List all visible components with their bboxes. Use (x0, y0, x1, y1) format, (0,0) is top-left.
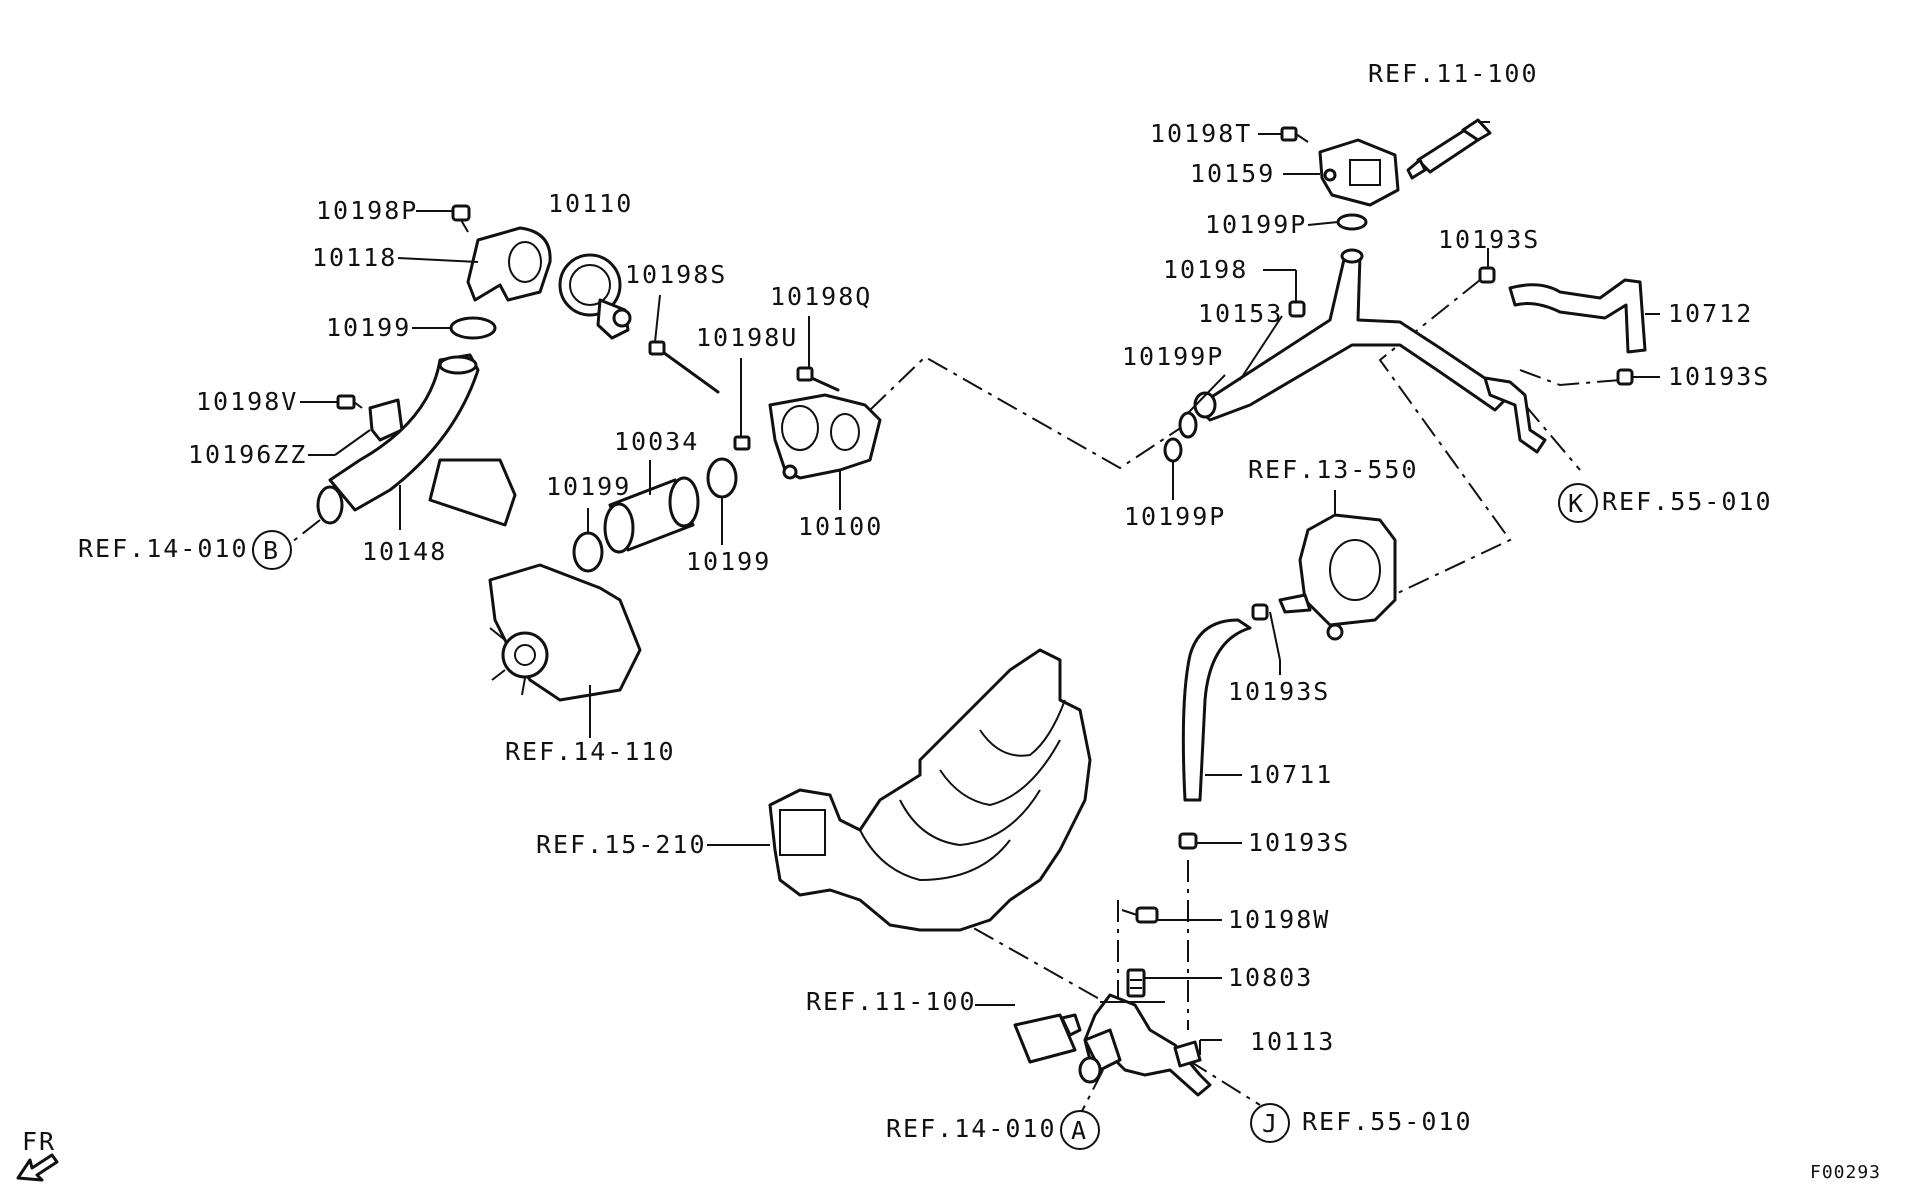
label-10803: 10803 (1228, 963, 1313, 992)
front-arrow-icon (16, 1153, 59, 1182)
bracket-10196zz-drawing (368, 398, 404, 442)
label-10199p-middle: 10199P (1122, 342, 1224, 371)
water-fitting-10113-drawing (1078, 993, 1212, 1097)
water-pipe-10148-drawing (316, 353, 517, 527)
throttle-body-drawing (1278, 513, 1397, 641)
marker-j-letter: J (1262, 1109, 1279, 1138)
ref-14-010-a: REF.14-010 (886, 1114, 1057, 1143)
ref-13-550: REF.13-550 (1248, 455, 1419, 484)
o-ring-10199-right (706, 457, 738, 499)
marker-j: J (1250, 1103, 1290, 1143)
sealant-tube-bottom-drawing (1013, 1013, 1082, 1064)
figure-code: F00293 (1810, 1162, 1881, 1183)
label-10196zz: 10196ZZ (188, 440, 307, 469)
bolt-10198w-drawing (1121, 906, 1159, 924)
o-ring-10199-left (572, 531, 604, 573)
label-10193s-upper: 10193S (1438, 225, 1540, 254)
ref-11-100-bottom: REF.11-100 (806, 987, 977, 1016)
thermostat-housing-10100-drawing (768, 393, 882, 480)
label-10034: 10034 (614, 427, 699, 456)
label-10198q: 10198Q (770, 282, 872, 311)
label-10118: 10118 (312, 243, 397, 272)
label-10159: 10159 (1190, 159, 1275, 188)
hose-10711-drawing (1181, 618, 1252, 802)
marker-a-letter: A (1071, 1116, 1088, 1145)
front-orientation-indicator: FR (16, 1127, 59, 1182)
fitting-10159-drawing (1318, 138, 1400, 207)
clamp-10193s-lower (1178, 832, 1198, 850)
marker-k: K (1558, 483, 1598, 523)
label-10199-right: 10199 (686, 547, 771, 576)
label-10198w: 10198W (1228, 905, 1330, 934)
bolt-10198u-drawing (733, 435, 751, 451)
label-10198t: 10198T (1150, 119, 1252, 148)
part-labels: 10198P 10118 10199 10110 10198S 10198Q 1… (188, 119, 1770, 1056)
label-10110: 10110 (548, 189, 633, 218)
ref-14-110: REF.14-110 (505, 737, 676, 766)
tube-10034-drawing (603, 476, 700, 554)
label-10193s-lower: 10193S (1248, 828, 1350, 857)
bolt-10198p-drawing (451, 204, 471, 233)
intake-manifold-drawing (768, 648, 1092, 932)
label-10199p-lower: 10199P (1124, 502, 1226, 531)
o-ring-10199p-upper (1336, 213, 1368, 231)
o-ring-10199p-middle (1178, 411, 1198, 439)
marker-b-letter: B (263, 536, 280, 565)
clamp-10193s-upper (1478, 266, 1496, 284)
water-outlet-10118-drawing (466, 226, 552, 302)
label-10198u: 10198U (696, 323, 798, 352)
bolt-10198s-drawing (648, 340, 720, 394)
thermostat-10110-drawing (558, 253, 632, 340)
label-10148: 10148 (362, 537, 447, 566)
leader-lines (300, 121, 1660, 1055)
o-ring-10199-upper (449, 316, 497, 340)
label-10193s-mid: 10193S (1228, 677, 1330, 706)
label-10199-left: 10199 (546, 472, 631, 501)
ref-55-010-k: REF.55-010 (1602, 487, 1773, 516)
o-ring-10199p-lower (1163, 437, 1183, 463)
bolt-10198t-drawing (1280, 126, 1309, 143)
label-10198v: 10198V (196, 387, 298, 416)
ref-55-010-j: REF.55-010 (1302, 1107, 1473, 1136)
ref-15-210: REF.15-210 (536, 830, 707, 859)
label-10712: 10712 (1668, 299, 1753, 328)
label-10193s-right: 10193S (1668, 362, 1770, 391)
clamp-10193s-right (1616, 368, 1634, 386)
bolt-10198q-drawing (796, 366, 840, 392)
hose-10712-drawing (1508, 278, 1647, 354)
marker-k-letter: K (1568, 489, 1585, 518)
water-pipe-10153-drawing (1193, 248, 1507, 422)
ref-11-100-top: REF.11-100 (1368, 59, 1539, 88)
label-10198s: 10198S (625, 260, 727, 289)
label-10113: 10113 (1250, 1027, 1335, 1056)
marker-a: A (1060, 1110, 1100, 1150)
label-10198p-top: 10198P (316, 196, 418, 225)
water-pump-drawing (488, 563, 642, 702)
reference-labels: REF.11-100 REF.13-550 REF.55-010 REF.14-… (78, 59, 1773, 1143)
sensor-10803-drawing (1126, 968, 1146, 998)
label-10199p-upper: 10199P (1205, 210, 1307, 239)
marker-b: B (252, 530, 292, 570)
label-10711: 10711 (1248, 760, 1333, 789)
ref-14-010-b: REF.14-010 (78, 534, 249, 563)
label-10199-upper: 10199 (326, 313, 411, 342)
bolt-10198v-drawing (336, 394, 363, 410)
clamp-10193s-mid (1251, 603, 1269, 621)
label-10153: 10153 (1198, 299, 1283, 328)
pipe-k-drawing (1483, 376, 1547, 454)
bolt-10198-drawing (1288, 300, 1306, 318)
orientation-label: FR (22, 1127, 56, 1156)
label-10100: 10100 (798, 512, 883, 541)
label-10198: 10198 (1163, 255, 1248, 284)
sealant-tube-top-drawing (1406, 118, 1492, 180)
